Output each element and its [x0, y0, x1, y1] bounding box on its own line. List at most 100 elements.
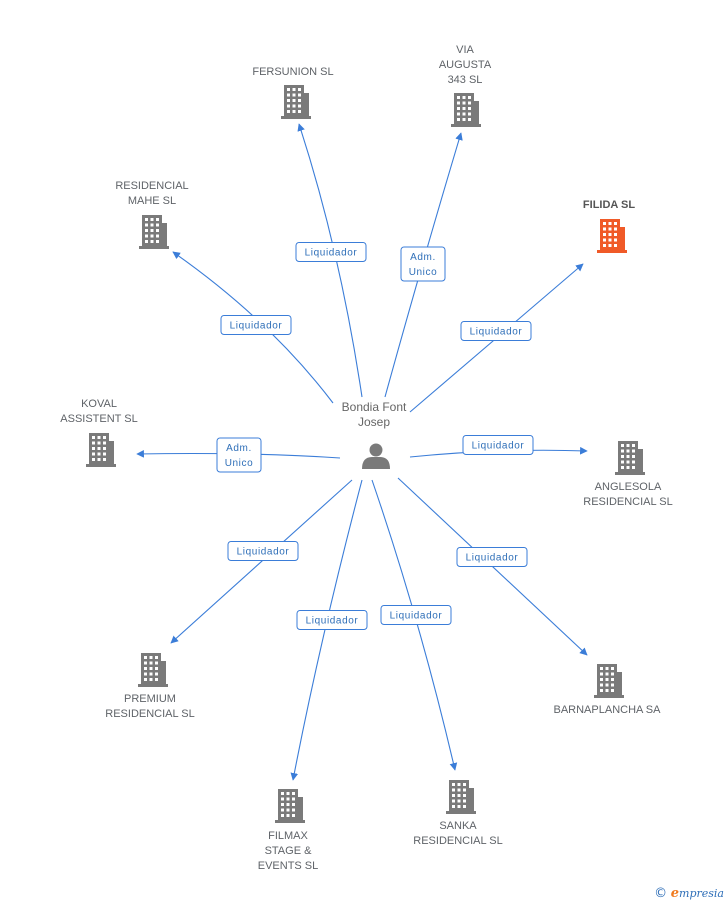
company-name-line: SANKA: [439, 820, 477, 832]
relation-label-residencial-mahe[interactable]: Liquidador: [220, 315, 292, 335]
relation-label-text: Liquidador: [230, 321, 283, 332]
company-node-filmax[interactable]: FILMAX STAGE & EVENTS SL: [258, 789, 319, 872]
company-name: PREMIUM RESIDENCIAL SL: [105, 693, 194, 720]
person-name-line: Josep: [358, 415, 390, 429]
company-name-line: FERSUNION SL: [252, 66, 333, 78]
company-name-line: PREMIUM: [124, 693, 176, 705]
brand-logo-initial: e: [670, 886, 680, 901]
brand-logo-text: mpresia: [679, 887, 724, 900]
relation-label-box: [216, 437, 262, 473]
relation-label-box: [456, 547, 528, 567]
nodes: FERSUNION SL VIA AUGUSTA 343 SL FILIDA SL RES…: [60, 44, 672, 872]
company-name: RESIDENCIAL MAHE SL: [115, 180, 188, 207]
relation-label-text-line: Liquidador: [472, 441, 525, 452]
building-icon[interactable]: [615, 441, 645, 475]
company-name: VIA AUGUSTA 343 SL: [439, 44, 492, 86]
building-icon[interactable]: [451, 93, 481, 127]
building-icon[interactable]: [446, 780, 476, 814]
company-name: SANKA RESIDENCIAL SL: [413, 820, 502, 847]
relation-label-text-line: Liquidador: [390, 611, 443, 622]
relation-label-anglesola[interactable]: Liquidador: [462, 435, 534, 455]
company-node-premium[interactable]: PREMIUM RESIDENCIAL SL: [105, 653, 195, 720]
relation-label-text: Adm. Unico: [225, 443, 254, 469]
relation-label-text: Liquidador: [305, 248, 358, 259]
company-name-line: RESIDENCIAL SL: [105, 708, 194, 720]
company-name: FILMAX STAGE & EVENTS SL: [258, 830, 319, 872]
relation-label-text: Liquidador: [472, 441, 525, 452]
company-name-line: KOVAL: [81, 398, 117, 410]
copyright-icon: ©: [654, 886, 668, 901]
company-name: FILIDA SL: [583, 199, 635, 211]
company-name-line: EVENTS SL: [258, 860, 319, 872]
building-icon[interactable]: [594, 664, 624, 698]
building-icon[interactable]: [139, 215, 169, 249]
relation-label-text: Liquidador: [390, 611, 443, 622]
edge-filmax: [290, 479, 363, 781]
company-node-barnaplancha[interactable]: BARNAPLANCHA SA: [554, 664, 662, 716]
relation-label-text-line: Liquidador: [305, 248, 358, 259]
relation-label-box: [460, 321, 532, 341]
building-icon[interactable]: [281, 85, 311, 119]
company-name: BARNAPLANCHA SA: [554, 704, 662, 716]
relation-label-text: Liquidador: [306, 616, 359, 627]
building-icon[interactable]: [138, 653, 168, 687]
relation-label-text: Liquidador: [466, 553, 519, 564]
person-icon[interactable]: [362, 443, 390, 470]
relation-label-text: Liquidador: [237, 547, 290, 558]
company-name: FERSUNION SL: [252, 66, 333, 78]
relation-label-text-line: Unico: [225, 458, 254, 469]
company-node-fersunion[interactable]: FERSUNION SL: [252, 66, 334, 119]
relation-label-box: [400, 246, 446, 282]
relation-label-box: [380, 605, 452, 625]
company-name-line: ASSISTENT SL: [60, 413, 137, 425]
company-name-line: STAGE &: [265, 845, 313, 857]
building-icon[interactable]: [86, 433, 116, 467]
company-name: KOVAL ASSISTENT SL: [60, 398, 137, 425]
company-node-residencial-mahe[interactable]: RESIDENCIAL MAHE SL: [115, 180, 189, 249]
company-name-line: MAHE SL: [128, 195, 176, 207]
relation-label-text-line: Adm.: [410, 252, 436, 263]
copyright-footer[interactable]: © empresia: [654, 885, 724, 901]
company-node-koval[interactable]: KOVAL ASSISTENT SL: [60, 398, 138, 467]
company-node-sanka[interactable]: SANKA RESIDENCIAL SL: [413, 780, 503, 847]
company-name-line: RESIDENCIAL SL: [413, 835, 502, 847]
relation-label-filmax[interactable]: Liquidador: [296, 610, 368, 630]
relation-label-text-line: Unico: [409, 267, 438, 278]
relation-label-box: [295, 242, 367, 262]
relation-label-text-line: Liquidador: [230, 321, 283, 332]
relation-label-premium[interactable]: Liquidador: [227, 541, 299, 561]
company-name-line: VIA: [456, 44, 474, 56]
relation-label-box: [227, 541, 299, 561]
relation-label-sanka[interactable]: Liquidador: [380, 605, 452, 625]
company-name-line: RESIDENCIAL SL: [583, 496, 672, 508]
relation-label-via-augusta[interactable]: Adm. Unico: [400, 246, 446, 282]
company-name-line: 343 SL: [448, 74, 483, 86]
relation-label-text-line: Liquidador: [466, 553, 519, 564]
relation-label-box: [462, 435, 534, 455]
relation-label-text-line: Liquidador: [306, 616, 359, 627]
company-name-line: AUGUSTA: [439, 59, 492, 71]
relation-label-koval[interactable]: Adm. Unico: [216, 437, 262, 473]
company-name-line: FILMAX: [268, 830, 308, 842]
relation-label-text-line: Liquidador: [237, 547, 290, 558]
relation-label-box: [220, 315, 292, 335]
relation-label-filida[interactable]: Liquidador: [460, 321, 532, 341]
person-name-line: Bondia Font: [342, 400, 407, 414]
relation-label-barnaplancha[interactable]: Liquidador: [456, 547, 528, 567]
company-node-via-augusta[interactable]: VIA AUGUSTA 343 SL: [439, 44, 492, 127]
building-icon[interactable]: [275, 789, 305, 823]
company-name-line: BARNAPLANCHA SA: [554, 704, 662, 716]
relation-label-box: [296, 610, 368, 630]
relation-label-fersunion[interactable]: Liquidador: [295, 242, 367, 262]
building-icon[interactable]: [597, 219, 627, 253]
relation-label-text-line: Liquidador: [470, 327, 523, 338]
company-node-filida[interactable]: FILIDA SL: [583, 199, 635, 253]
company-name-line: RESIDENCIAL: [115, 180, 188, 192]
relation-label-text-line: Adm.: [226, 443, 252, 454]
